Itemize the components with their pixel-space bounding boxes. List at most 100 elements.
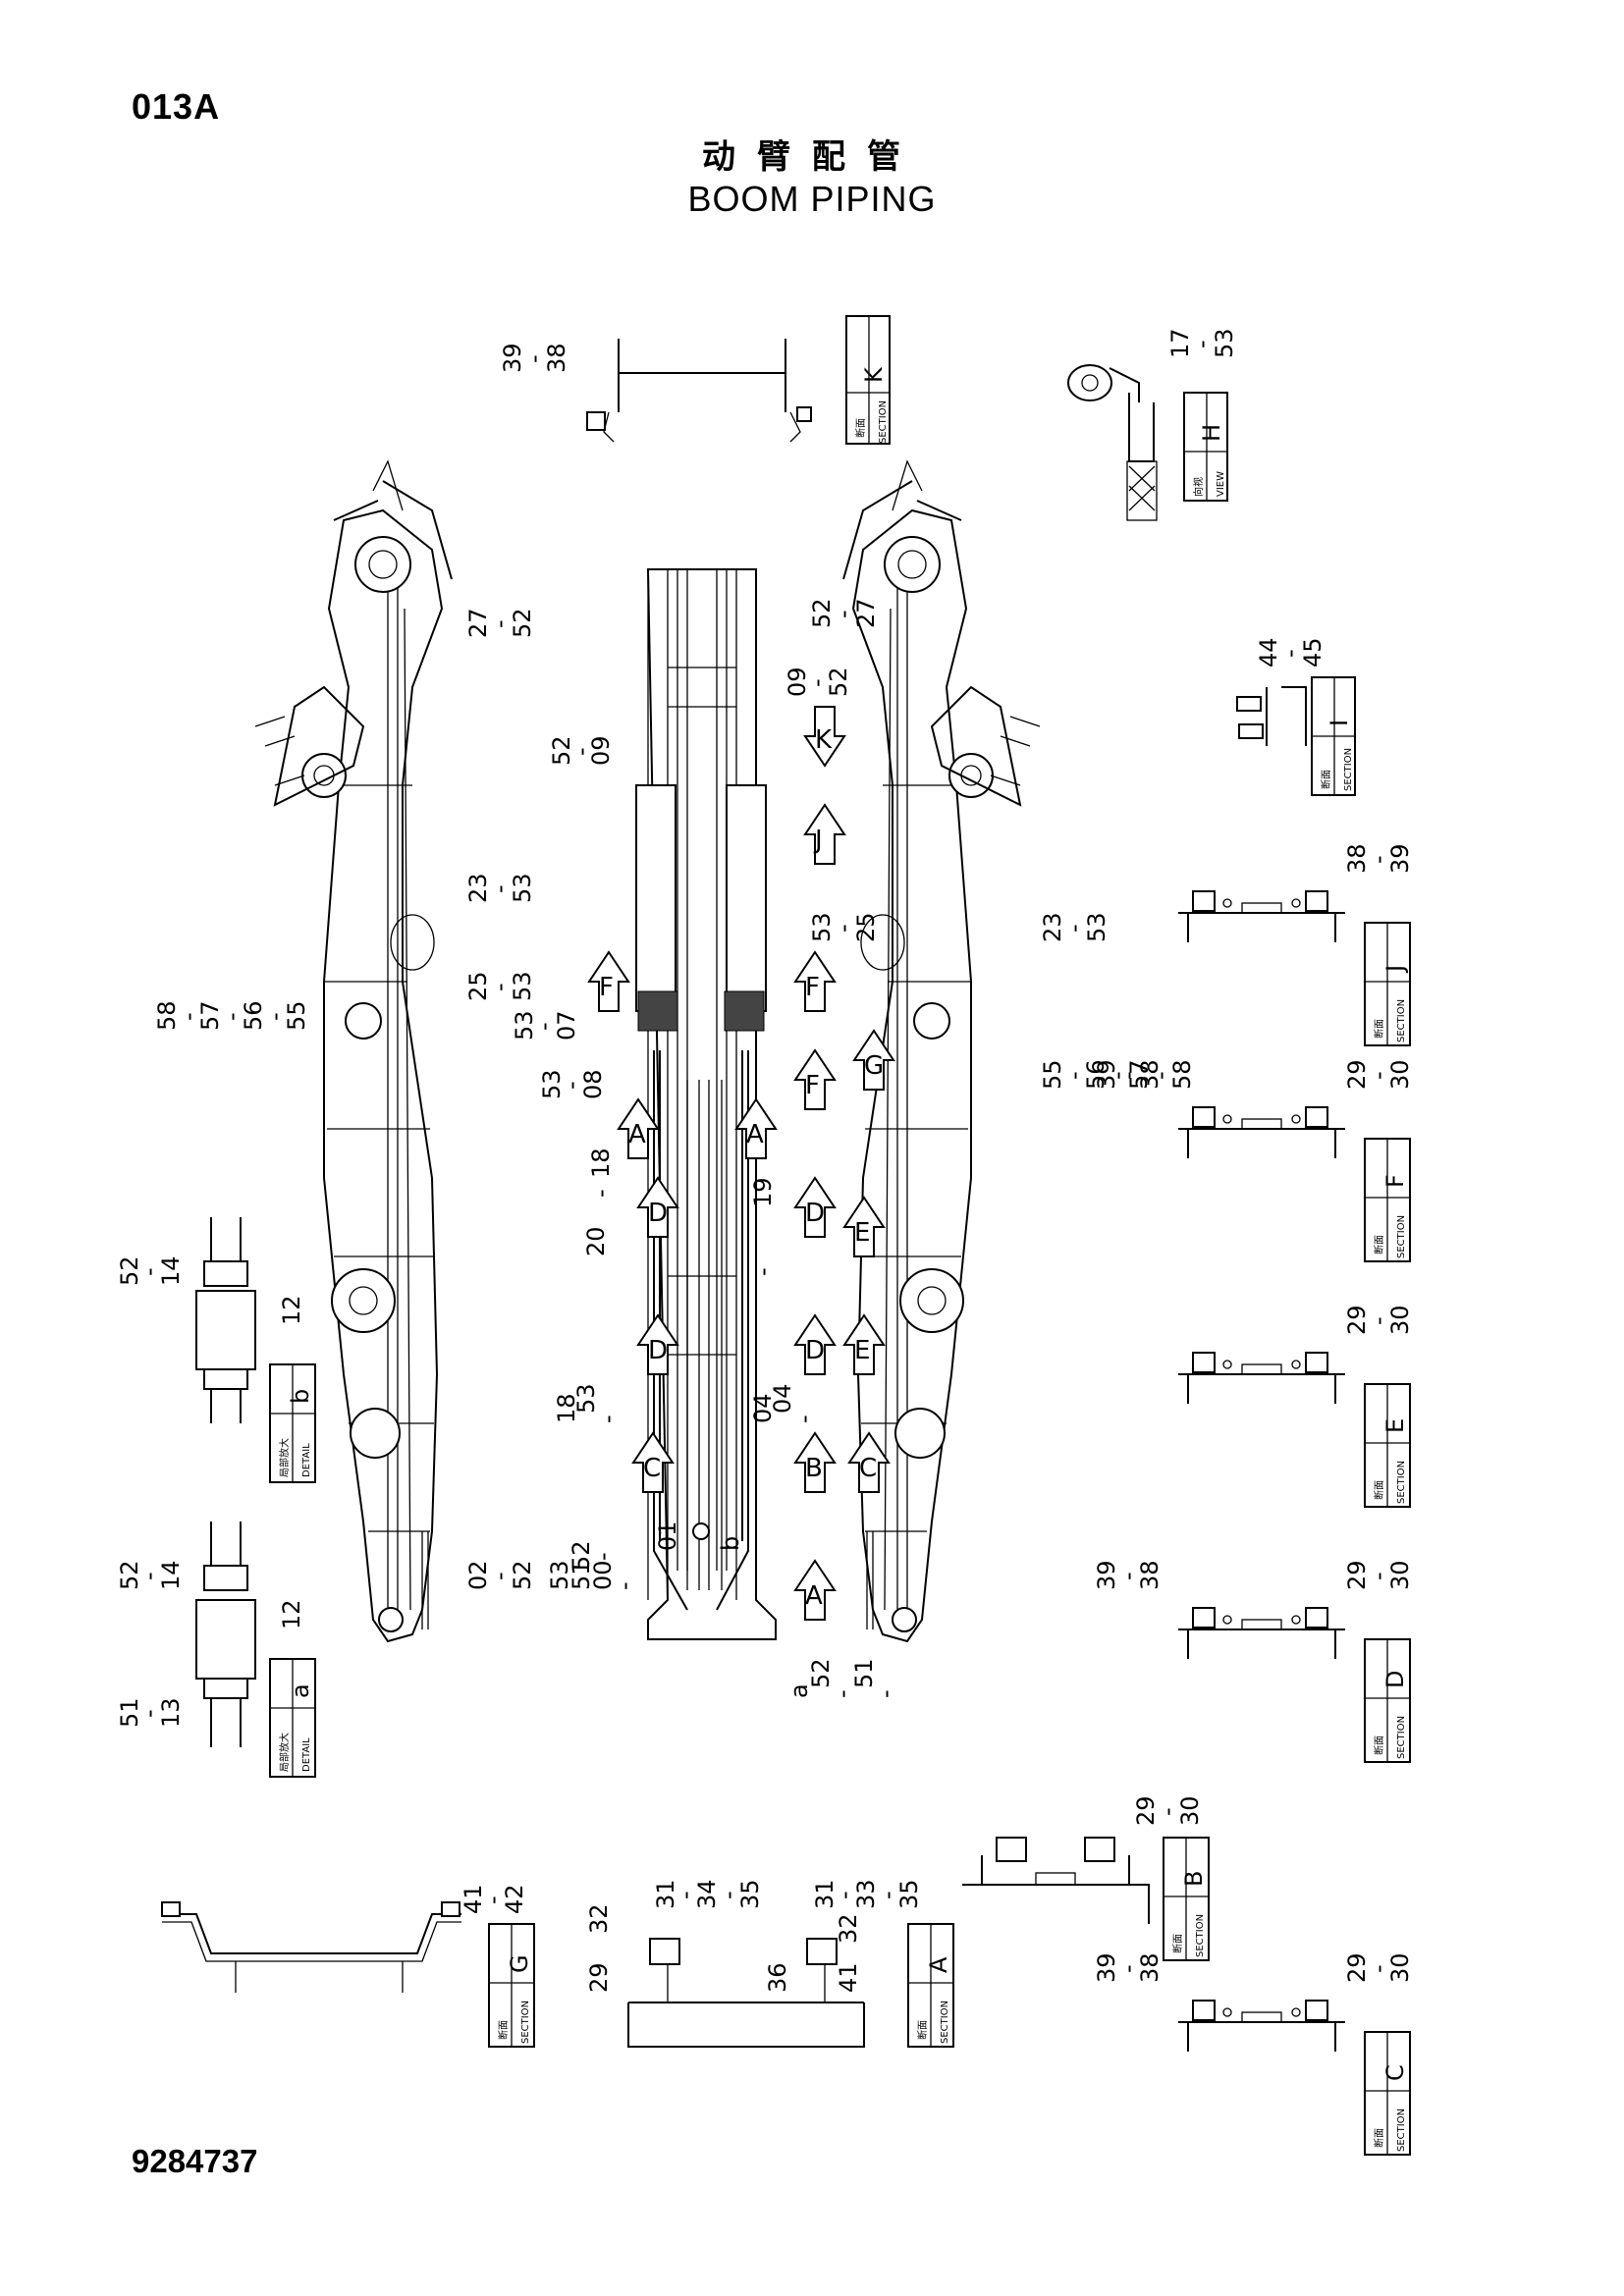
- view-H: 17 - 53 H 向视 VIEW: [1067, 328, 1238, 521]
- callout-label: 55: [1039, 1059, 1066, 1090]
- section-letter: C: [1381, 2064, 1409, 2081]
- callout-label: 39: [1093, 1952, 1120, 1983]
- section-letter: K: [860, 366, 888, 383]
- callout-label: 04: [749, 1393, 777, 1423]
- section-tag-en: SECTION: [1396, 1215, 1407, 1258]
- section-tag-cn: 断面: [1373, 1019, 1385, 1039]
- callout-label: -: [874, 1891, 901, 1899]
- svg-text:D: D: [805, 1199, 825, 1228]
- section-tag-cn: 断面: [1373, 1235, 1385, 1255]
- section-arrow-J: J: [803, 803, 846, 865]
- callout-label: 30: [1386, 1952, 1414, 1983]
- callout-label: -: [486, 1572, 514, 1580]
- svg-text:E: E: [854, 1336, 870, 1365]
- svg-text:D: D: [648, 1336, 668, 1365]
- callout-label: 51: [568, 1560, 595, 1590]
- callout-label: 18: [553, 1393, 580, 1423]
- callout-label: 25: [852, 912, 880, 942]
- section-view-G: 41 - 42 G 断面 SECTION: [161, 1884, 535, 2048]
- title-english: BOOM PIPING: [687, 179, 937, 219]
- callout-label: 19: [749, 1177, 777, 1207]
- callout-label: -: [1365, 1071, 1392, 1080]
- section-tag-cn: 断面: [497, 2020, 510, 2040]
- section-tag-en: SECTION: [940, 2001, 950, 2044]
- callout-label: 31: [811, 1879, 839, 1909]
- section-view-A: 29 32 31 - 34 - 35 31 - 33 - 35 36 41 32…: [585, 1879, 954, 2048]
- callout-label: -: [715, 1891, 742, 1899]
- callout-label: 38: [1343, 843, 1371, 874]
- callout-label: 18: [587, 1148, 615, 1178]
- callout-label: 27: [852, 598, 880, 628]
- callout-label: 52: [807, 1658, 835, 1688]
- callout-label: -: [218, 1012, 245, 1021]
- callout-label: 56: [1082, 1059, 1110, 1090]
- callout-label: -: [611, 1581, 638, 1590]
- callout-label: 41: [835, 1962, 862, 1993]
- callout-label: 53: [509, 873, 536, 903]
- callout-label: 52: [116, 1560, 143, 1590]
- section-tag-en: SECTION: [878, 400, 889, 444]
- callout-label: 57: [1125, 1059, 1153, 1090]
- callout-label: -: [1276, 649, 1304, 658]
- callout-label: 00: [589, 1560, 617, 1590]
- svg-text:A: A: [746, 1120, 764, 1149]
- svg-text:G: G: [864, 1051, 884, 1081]
- callout-label: 31: [652, 1879, 679, 1909]
- section-arrow-K: K: [803, 706, 846, 768]
- callout-label: 53: [538, 1069, 566, 1099]
- callout-label: 52: [825, 667, 852, 697]
- section-arrow-F: F: [793, 950, 837, 1012]
- callout-label: -: [1188, 340, 1216, 348]
- section-letter: E: [1381, 1418, 1409, 1433]
- callout-label: 52: [509, 608, 536, 638]
- callout-label: 41: [460, 1884, 487, 1914]
- section-tag-en: SECTION: [1396, 1461, 1407, 1504]
- section-arrow-A: A: [793, 1559, 837, 1621]
- callout-label: 53: [546, 1560, 573, 1590]
- section-view-I: 44 - 45 I 断面 SECTION: [1236, 637, 1356, 796]
- section-arrow-D: D: [793, 1313, 837, 1375]
- detail-letter: a: [287, 1683, 314, 1698]
- callout-label: -: [589, 1552, 617, 1561]
- callout-label: 52: [568, 1540, 595, 1571]
- callout-label: 57: [196, 1000, 224, 1031]
- section-arrows: K J F F G F A A D D E D D E C B C A: [587, 706, 895, 1621]
- callout-label: 17: [1166, 328, 1194, 358]
- section-arrow-D: D: [636, 1176, 679, 1238]
- callout-label: 39: [1093, 1560, 1120, 1590]
- svg-text:F: F: [805, 1071, 820, 1100]
- section-tag-cn: 断面: [1320, 770, 1332, 789]
- section-arrow-F: F: [587, 950, 630, 1012]
- section-tag-cn: 断面: [1171, 1934, 1184, 1953]
- left-boom-side-view: [254, 459, 453, 1643]
- section-arrow-D: D: [636, 1313, 679, 1375]
- callout-label: -: [1365, 1964, 1392, 1973]
- section-arrow-C: C: [631, 1431, 675, 1493]
- svg-text:C: C: [643, 1454, 661, 1483]
- svg-text:E: E: [854, 1218, 870, 1248]
- callout-label: -: [587, 1189, 615, 1198]
- callout-label: -: [672, 1891, 699, 1899]
- callout-label: 39: [1093, 1059, 1120, 1090]
- page-code: 013A: [132, 86, 221, 127]
- detail-tag-cn: 局部放大: [278, 1438, 291, 1477]
- callout-label: -: [1365, 855, 1392, 864]
- callout-label: -: [872, 1689, 899, 1698]
- callout-label: -: [830, 610, 857, 618]
- callout-label: 35: [895, 1879, 923, 1909]
- section-letter: G: [506, 1954, 533, 1973]
- svg-text:A: A: [628, 1120, 646, 1149]
- detail-tag-en: DETAIL: [301, 1443, 312, 1477]
- callout-label: b: [717, 1536, 744, 1551]
- section-letter: D: [1381, 1671, 1409, 1688]
- callout-label: 14: [157, 1560, 185, 1590]
- callout-label: a: [785, 1683, 813, 1698]
- svg-text:D: D: [805, 1336, 825, 1365]
- callout-label: -: [1060, 1071, 1088, 1080]
- section-tag-en: SECTION: [520, 2001, 531, 2044]
- callout-label: -: [486, 884, 514, 893]
- callout-label: 38: [543, 343, 570, 373]
